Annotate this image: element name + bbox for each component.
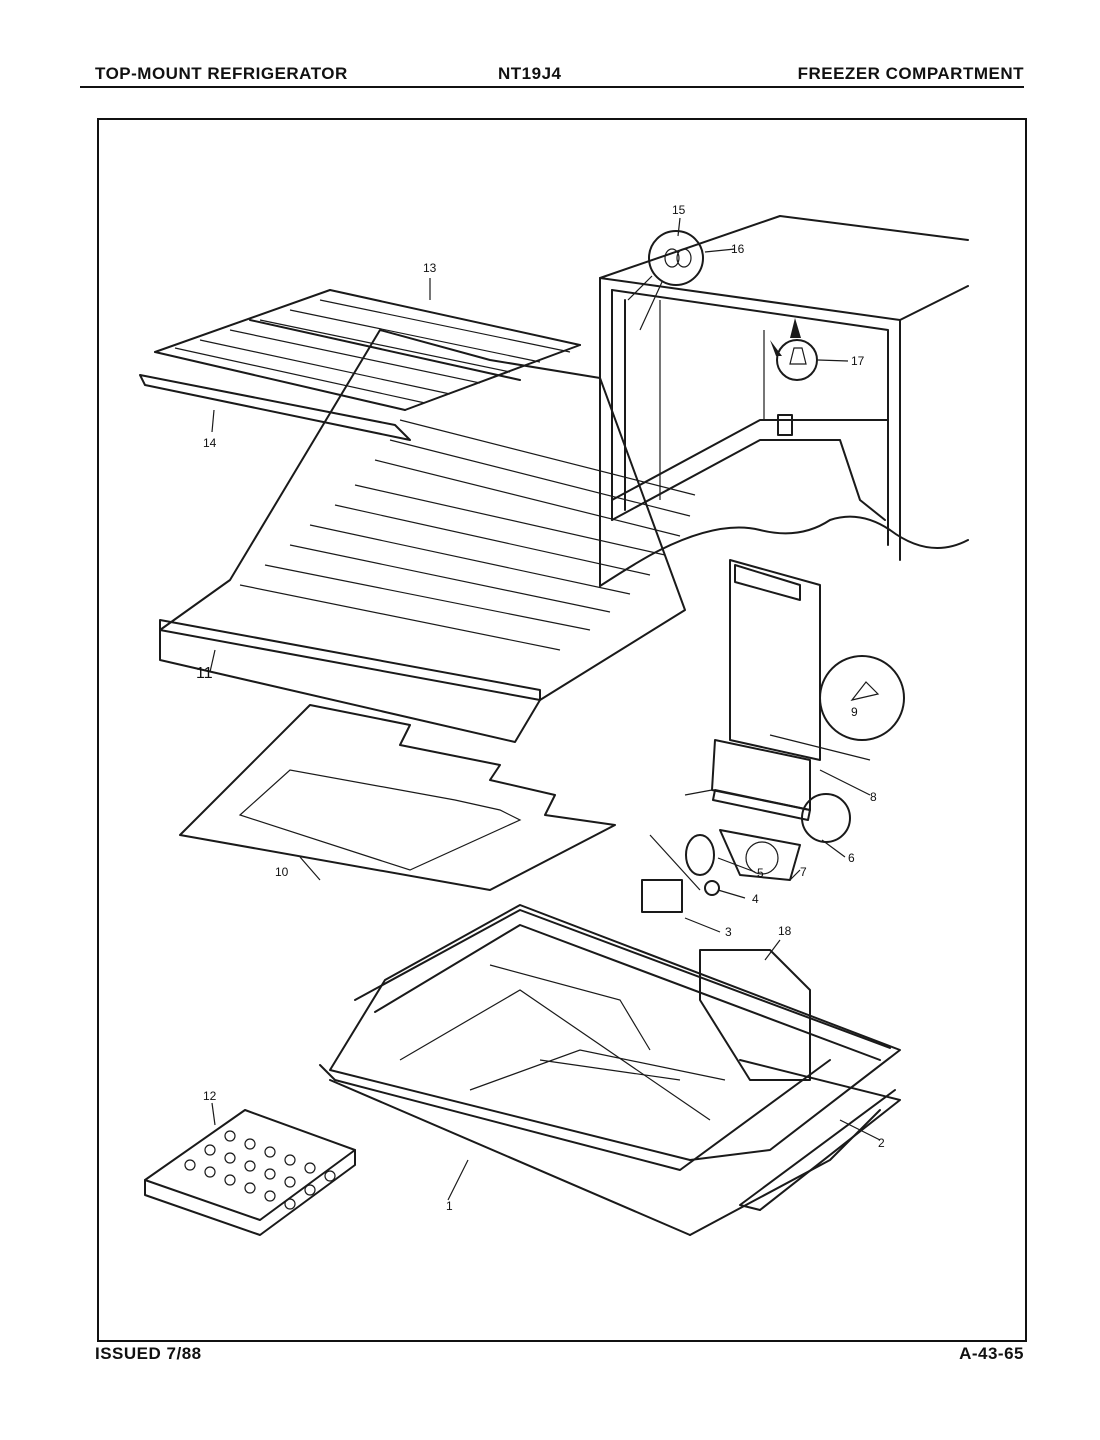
wire-shelf-drawing (139, 289, 581, 441)
freezer-liner-drawing (319, 904, 901, 1236)
header-model-number: NT19J4 (498, 64, 562, 83)
callout-13: 13 (423, 261, 437, 275)
header-section-title: FREEZER COMPARTMENT (797, 64, 1024, 83)
callout-7: 7 (800, 865, 807, 879)
callout-12: 12 (203, 1089, 217, 1103)
callout-10: 10 (275, 865, 289, 879)
freezer-cabinet-drawing (599, 215, 969, 587)
header-rule (80, 86, 1024, 88)
ice-tray-drawing (144, 1109, 356, 1236)
callout-14: 14 (203, 436, 217, 450)
callout-17: 17 (851, 354, 865, 368)
freezer-shelf-drawing (159, 329, 696, 743)
footer-issued-date: ISSUED 7/88 (95, 1344, 202, 1363)
callout-15: 15 (672, 203, 686, 217)
header-product-type: TOP-MOUNT REFRIGERATOR (95, 64, 348, 83)
callout-11: 11 (196, 665, 213, 682)
diagram-frame (97, 118, 1027, 1342)
insulation-panel-drawing (179, 704, 616, 891)
callout-3: 3 (725, 925, 732, 939)
callout-2: 2 (878, 1136, 885, 1150)
callout-16: 16 (731, 242, 745, 256)
callout-9: 9 (851, 705, 858, 719)
footer-page-code: A-43-65 (959, 1344, 1024, 1363)
callout-leader-lines (209, 217, 881, 1201)
callout-1: 1 (446, 1199, 453, 1213)
callout-4: 4 (752, 892, 759, 906)
callout-8: 8 (870, 790, 877, 804)
callout-6: 6 (848, 851, 855, 865)
callout-5: 5 (757, 866, 764, 880)
callout-18: 18 (778, 924, 792, 938)
evaporator-assembly-drawing (641, 559, 905, 913)
